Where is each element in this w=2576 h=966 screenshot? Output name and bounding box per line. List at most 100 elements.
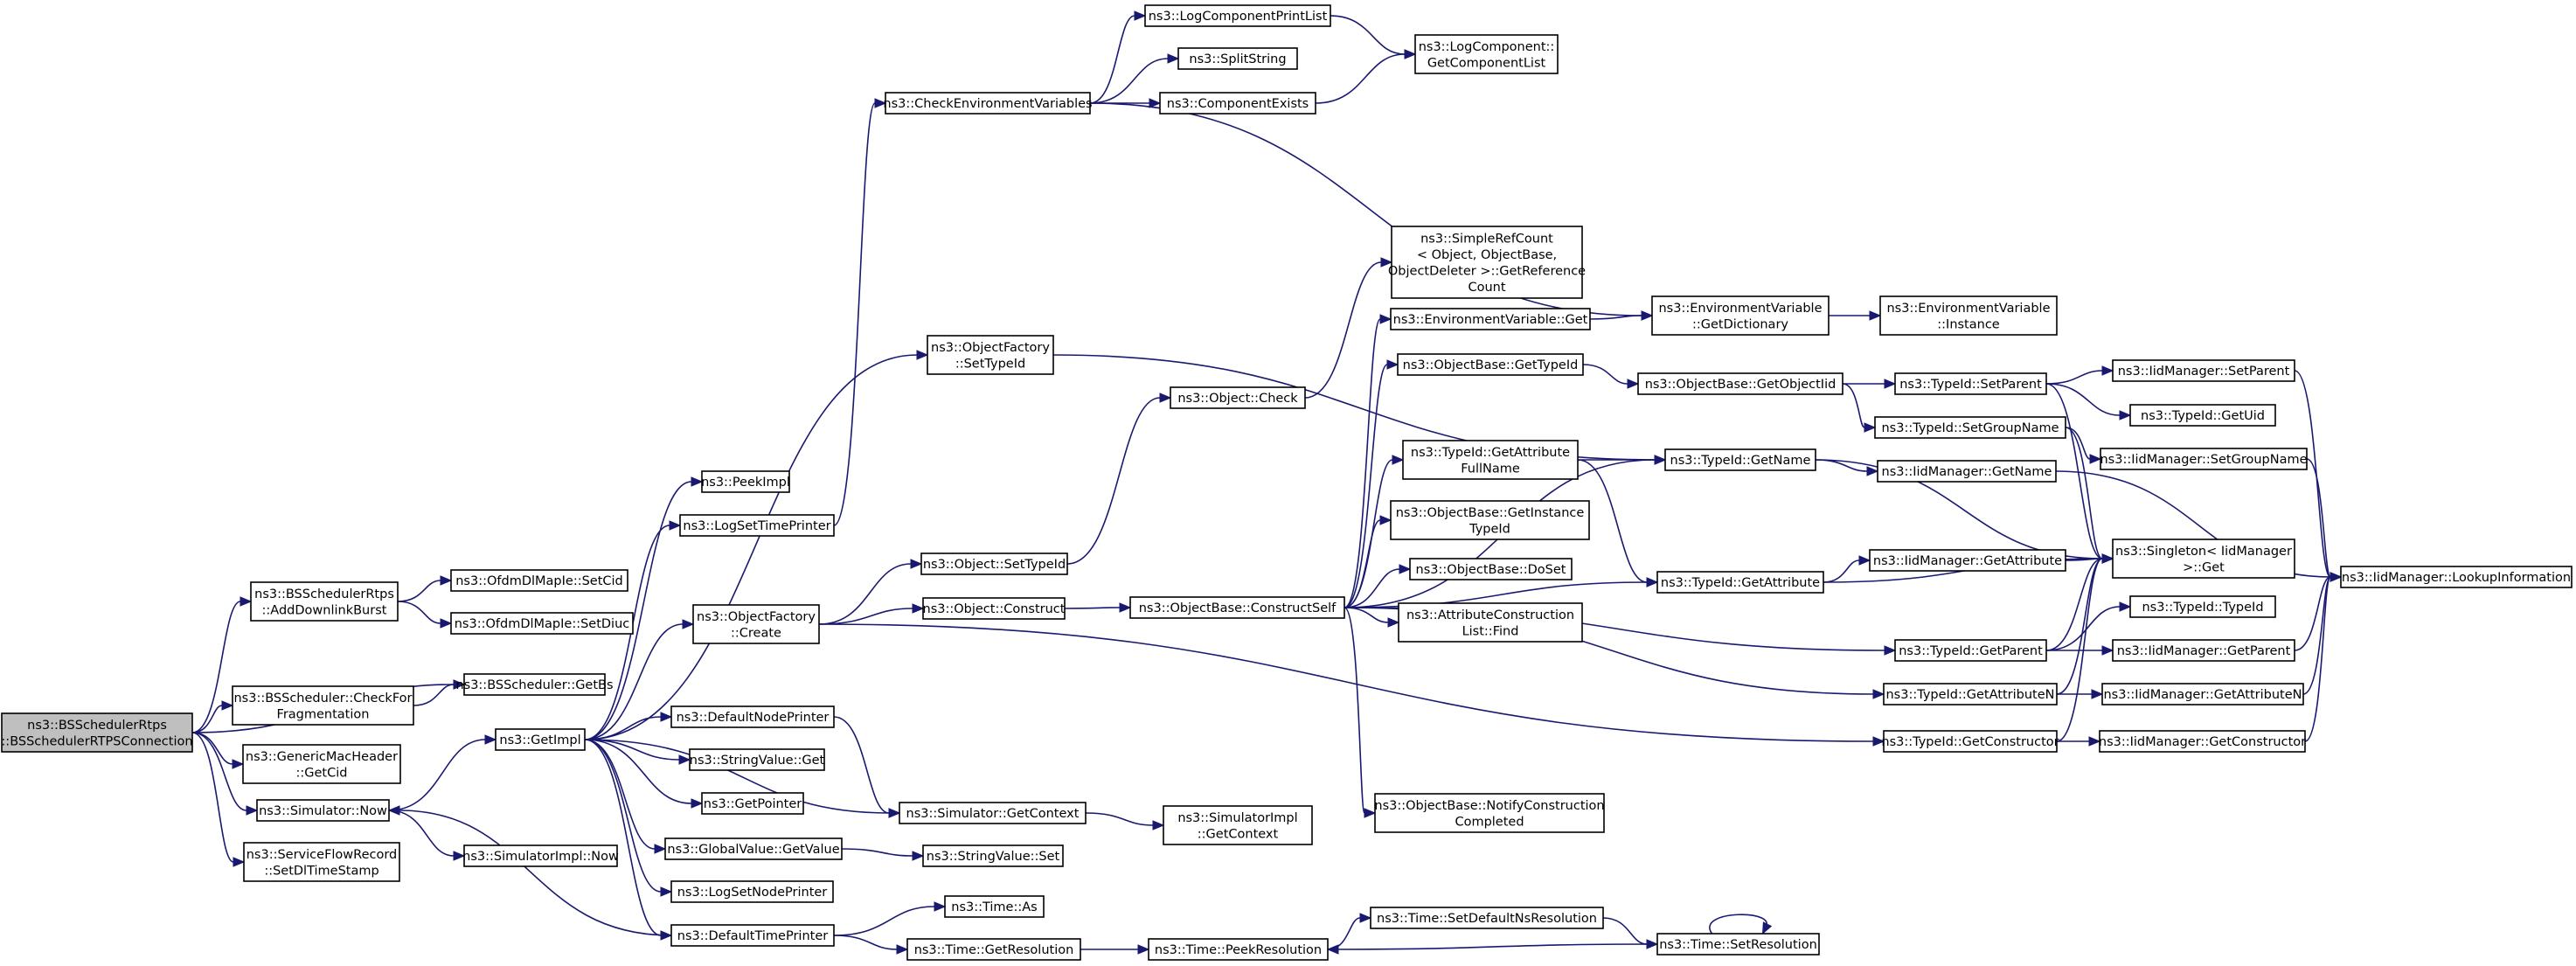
node-label: ns3::Simulator::GetContext [906, 807, 1080, 821]
node-envvargetdict[interactable]: ns3::EnvironmentVariable::GetDictionary [1651, 295, 1830, 336]
node-box [1170, 386, 1306, 409]
node-globalvalueget[interactable]: ns3::GlobalValue::GetValue [664, 837, 843, 860]
node-adl[interactable]: ns3::BSSchedulerRtps::AddDownlinkBurst [250, 581, 399, 622]
node-gmhgetcid[interactable]: ns3::GenericMacHeader::GetCid [242, 744, 401, 784]
node-objsettypeid[interactable]: ns3::Object::SetTypeId [920, 552, 1068, 575]
node-sfr[interactable]: ns3::ServiceFlowRecord::SetDlTimeStamp [243, 842, 400, 882]
node-tidtypeid[interactable]: ns3::TypeId::TypeId [2129, 595, 2276, 618]
node-label: ns3::IidManager::SetGroupName [2100, 453, 2307, 467]
node-simplerefcount[interactable]: ns3::SimpleRefCount< Object, ObjectBase,… [1388, 226, 1586, 299]
node-defaulttimeprinter[interactable]: ns3::DefaultTimePrinter [670, 924, 835, 947]
node-iidlookup[interactable]: ns3::IidManager::LookupInformation [2340, 566, 2573, 588]
node-obgettypeid[interactable]: ns3::ObjectBase::GetTypeId [1397, 353, 1584, 376]
node-label: ::SetTypeId [955, 357, 1025, 371]
node-iidgetattributen[interactable]: ns3::IidManager::GetAttributeN [2101, 683, 2304, 705]
node-iidsetparent[interactable]: ns3::IidManager::SetParent [2112, 359, 2295, 382]
node-tidgetattribute[interactable]: ns3::TypeId::GetAttribute [1656, 571, 1824, 594]
node-timesetdefaultns[interactable]: ns3::Time::SetDefaultNsResolution [1370, 907, 1604, 929]
node-setcid[interactable]: ns3::OfdmDlMapIe::SetCid [450, 569, 628, 592]
node-iidgetattribute[interactable]: ns3::IidManager::GetAttribute [1869, 549, 2066, 572]
node-ofcreate[interactable]: ns3::ObjectFactory::Create [692, 604, 820, 644]
node-envvarinstance[interactable]: ns3::EnvironmentVariable::Instance [1879, 295, 2058, 336]
node-box [1159, 92, 1316, 115]
node-tidgetparent[interactable]: ns3::TypeId::GetParent [1894, 639, 2047, 662]
node-tidsetparent[interactable]: ns3::TypeId::SetParent [1894, 372, 2047, 395]
node-timegetres[interactable]: ns3::Time::GetResolution [906, 938, 1081, 961]
node-peekimpl[interactable]: ns3::PeekImpl [701, 470, 790, 493]
node-label: ns3::LogComponentPrintList [1149, 10, 1328, 24]
node-simimplnow[interactable]: ns3::SimulatorImpl::Now [462, 844, 619, 867]
edge-constructself-to-obgettypeid [1344, 359, 1399, 608]
node-iidgetname[interactable]: ns3::IidManager::GetName [1877, 460, 2057, 483]
node-box [679, 514, 835, 537]
node-label: ns3::IidManager::LookupInformation [2342, 571, 2571, 585]
node-setdiuc[interactable]: ns3::OfdmDlMapIe::SetDiuc [450, 612, 634, 635]
node-label: ::GetCid [296, 766, 348, 780]
node-box [2112, 639, 2295, 662]
node-label: ns3::EnvironmentVariable [1886, 302, 2050, 316]
node-timeas[interactable]: ns3::Time::As [944, 895, 1045, 918]
node-singletonget[interactable]: ns3::Singleton< IidManager >::Get [2112, 539, 2295, 579]
node-root[interactable]: ns3::BSSchedulerRtps::BSSchedulerRTPSCon… [1, 712, 193, 753]
node-iidgetparent[interactable]: ns3::IidManager::GetParent [2112, 639, 2295, 662]
node-defaultnodeprinter[interactable]: ns3::DefaultNodePrinter [670, 705, 835, 728]
node-tidgetattributen[interactable]: ns3::TypeId::GetAttributeN [1883, 683, 2058, 705]
edge-tidgetparent-to-iidgetparent [2046, 645, 2114, 656]
node-timesetres[interactable]: ns3::Time::SetResolution [1656, 933, 1820, 956]
edge-simgetcontext-to-simimplgetcontext [1085, 812, 1165, 830]
node-compexists[interactable]: ns3::ComponentExists [1159, 92, 1316, 115]
node-label: ::AddDownlinkBurst [262, 603, 387, 617]
edge-root-to-simnow [191, 732, 259, 816]
node-tidgetuid[interactable]: ns3::TypeId::GetUid [2129, 404, 2276, 427]
node-label: >::Get [2183, 560, 2225, 574]
node-timepeekres[interactable]: ns3::Time::PeekResolution [1148, 938, 1329, 961]
edge-iidsetparent-to-iidlookup [2294, 370, 2343, 582]
node-stringvalueset[interactable]: ns3::StringValue::Set [922, 844, 1064, 867]
node-box [670, 880, 834, 903]
node-getimpl[interactable]: ns3::GetImpl [495, 728, 586, 751]
node-tidgetname[interactable]: ns3::TypeId::GetName [1664, 448, 1816, 471]
node-constructself[interactable]: ns3::ObjectBase::ConstructSelf [1129, 596, 1345, 619]
node-box [1656, 933, 1820, 956]
node-ofsettypeid[interactable]: ns3::ObjectFactory::SetTypeId [927, 335, 1054, 375]
edges [191, 10, 2343, 955]
node-checkenv[interactable]: ns3::CheckEnvironmentVariables [883, 92, 1093, 115]
node-simimplgetcontext[interactable]: ns3::SimulatorImpl::GetContext [1163, 805, 1313, 845]
node-logcompgetlist[interactable]: ns3::LogComponent::GetComponentList [1414, 34, 1559, 74]
node-box [256, 799, 390, 822]
node-iidgetconstructor[interactable]: ns3::IidManager::GetConstructor [2099, 730, 2306, 753]
node-obgetobjectiid[interactable]: ns3::ObjectBase::GetObjectIid [1637, 372, 1843, 395]
node-logcompprintlist[interactable]: ns3::LogComponentPrintList [1144, 4, 1331, 27]
node-obnotify[interactable]: ns3::ObjectBase::NotifyConstructionCompl… [1374, 793, 1605, 833]
node-tidgetconstructor[interactable]: ns3::TypeId::GetConstructor [1881, 730, 2059, 753]
node-simgetcontext[interactable]: ns3::Simulator::GetContext [899, 802, 1087, 824]
node-splitstring[interactable]: ns3::SplitString [1177, 47, 1298, 70]
edge-getimpl-to-getpointer [584, 739, 704, 809]
node-objconstruct[interactable]: ns3::Object::Construct [922, 597, 1066, 620]
node-envvarget[interactable]: ns3::EnvironmentVariable::Get [1390, 308, 1591, 330]
node-objcheck[interactable]: ns3::Object::Check [1170, 386, 1306, 409]
node-getpointer[interactable]: ns3::GetPointer [701, 792, 804, 815]
node-iidsetgroupname[interactable]: ns3::IidManager::SetGroupName [2100, 448, 2308, 470]
node-box [463, 844, 618, 867]
node-label: ::Instance [1937, 317, 2000, 331]
edge-getimpl-to-defaulttimeprinter [584, 739, 673, 941]
node-getbs[interactable]: ns3::BSScheduler::GetBs [455, 673, 614, 696]
node-logsetnodeprinter[interactable]: ns3::LogSetNodePrinter [670, 880, 834, 903]
node-logsettimeprinter[interactable]: ns3::LogSetTimePrinter [679, 514, 835, 537]
node-label: ns3::Time::SetResolution [1659, 938, 1817, 952]
node-stringvalueget[interactable]: ns3::StringValue::Get [689, 748, 825, 771]
node-box [1894, 372, 2047, 395]
edge-ofcreate-to-tidgetconstructor [818, 623, 1885, 747]
node-label: ns3::TypeId::SetGroupName [1881, 421, 2059, 435]
node-box [232, 685, 414, 726]
node-label: ns3::SimulatorImpl [1177, 811, 1297, 825]
node-tidsetgroupname[interactable]: ns3::TypeId::SetGroupName [1874, 416, 2066, 439]
node-label: ns3::GenericMacHeader [246, 750, 398, 764]
node-obdoset[interactable]: ns3::ObjectBase::DoSet [1409, 558, 1573, 580]
node-simnow[interactable]: ns3::Simulator::Now [256, 799, 390, 822]
